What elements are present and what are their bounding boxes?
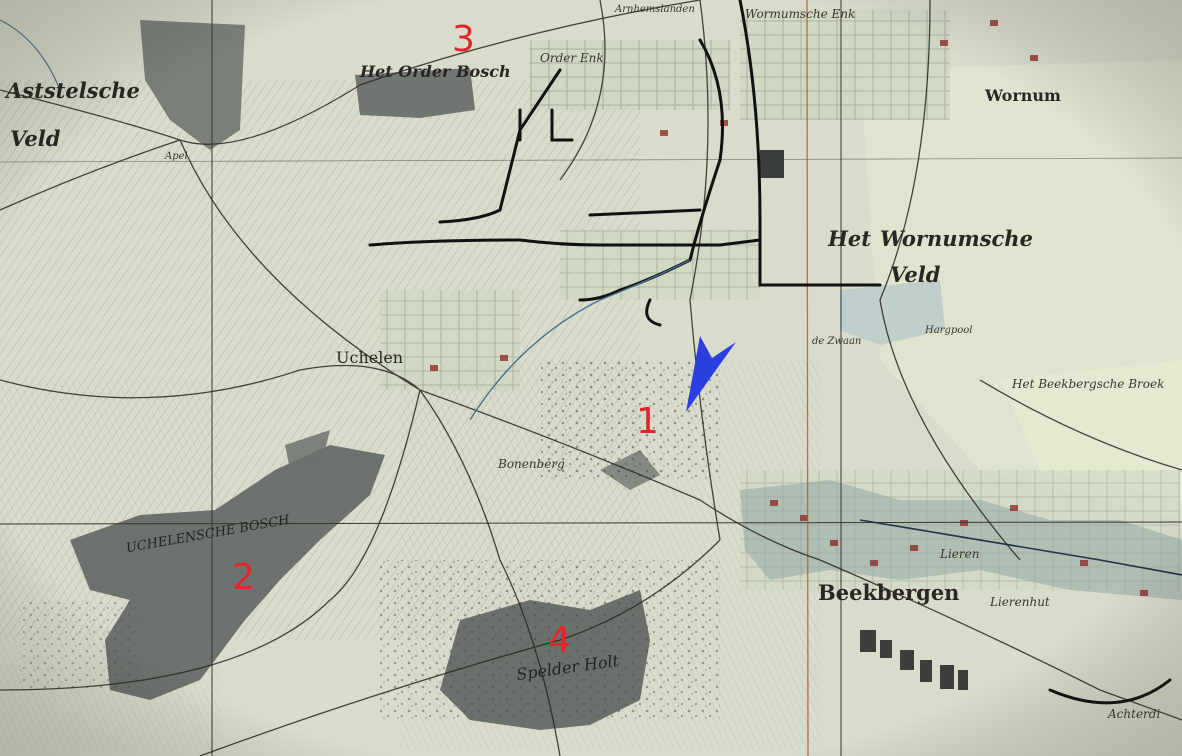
- blue-arrowhead-icon: [686, 336, 736, 412]
- label-veld-east: Veld: [890, 262, 941, 287]
- label-het: Het: [828, 226, 871, 251]
- label-hargpool: Hargpool: [925, 325, 973, 336]
- label-wornumsche: Wornumsche: [880, 226, 1033, 251]
- marker-4: 4: [548, 620, 571, 661]
- label-wormumsche-enk: Wormumsche Enk: [745, 7, 856, 21]
- label-apel: Apel: [165, 151, 188, 162]
- label-de-zwaan: de Zwaan: [812, 336, 862, 347]
- label-lierenhut: Lierenhut: [990, 595, 1050, 609]
- label-veld-west: Veld: [10, 126, 61, 151]
- label-achterdi: Achterdi: [1108, 707, 1161, 721]
- label-wornum: Wornum: [985, 86, 1061, 105]
- marker-1: 1: [636, 401, 659, 442]
- label-het-beekbergsche-broek: Het Beekbergsche Broek: [1012, 377, 1165, 391]
- label-lieren: Lieren: [940, 547, 980, 561]
- label-order-enk: Order Enk: [540, 51, 604, 65]
- label-arnhemslanden: Arnhemslanden: [615, 4, 695, 15]
- label-beekbergen: Beekbergen: [818, 580, 960, 605]
- label-het-order-bosch: Het Order Bosch: [360, 62, 511, 81]
- label-aststelsche: Aststelsche: [6, 78, 140, 103]
- marker-3: 3: [452, 19, 475, 60]
- label-uchelen: Uchelen: [336, 348, 404, 367]
- label-bonenberg: Bonenberg: [498, 457, 565, 471]
- marker-2: 2: [232, 557, 255, 598]
